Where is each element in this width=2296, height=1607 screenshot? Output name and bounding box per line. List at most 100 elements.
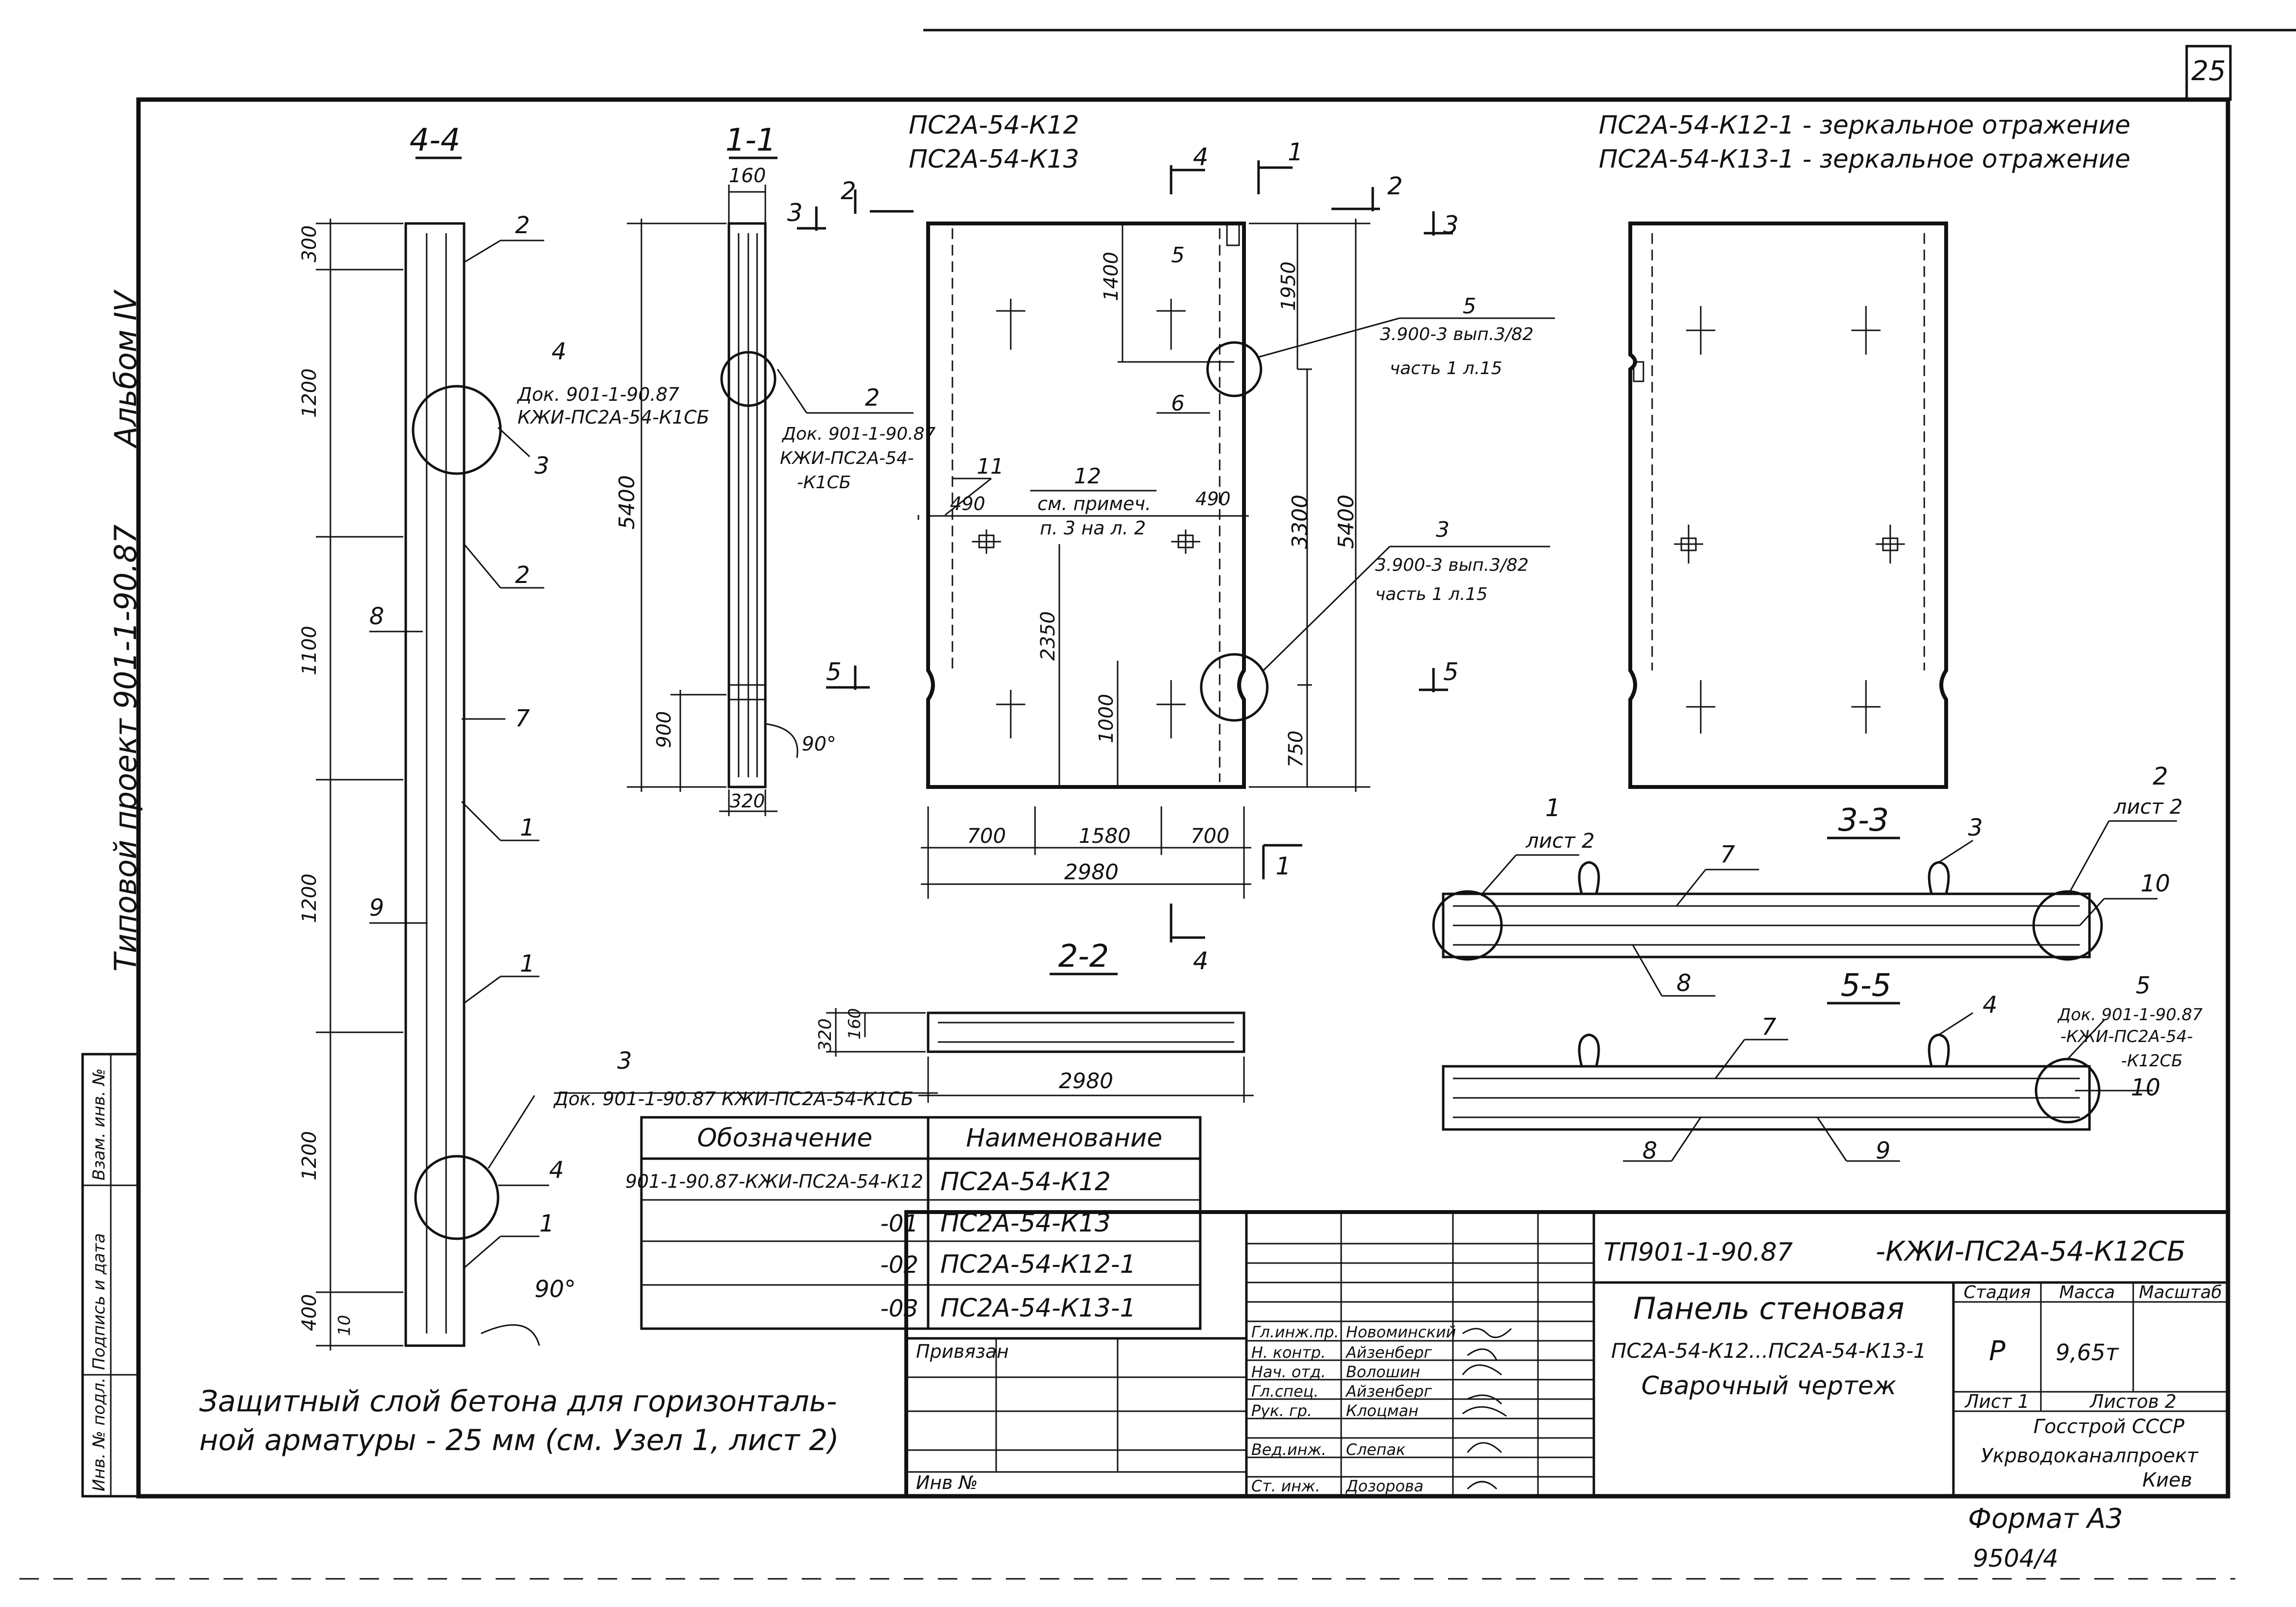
pos-33-1: 1 <box>1545 794 1561 822</box>
pos-44-4b: 4 <box>549 1157 564 1184</box>
ref-55-2: -КЖИ-ПС2А-54- <box>2060 1027 2193 1046</box>
pos-33-2: 2 <box>2153 762 2168 790</box>
note-line-2: ной арматуры - 25 мм (см. Узел 1, лист 2… <box>199 1423 839 1457</box>
pos-55-5: 5 <box>2136 972 2151 999</box>
dim-11-160: 160 <box>729 165 766 187</box>
stage-value: Р <box>1989 1335 2005 1367</box>
spec-row-1-name: ПС2А-54-К12 <box>940 1167 1111 1197</box>
cut-mark-4-bottom: 4 <box>1193 947 1208 975</box>
name-1: Новоминский <box>1346 1323 1456 1341</box>
spec-row-3-code: -02 <box>880 1251 918 1279</box>
side-album-number: IV <box>108 289 143 321</box>
pos-44-1b: 1 <box>520 950 535 977</box>
name-3: Волошин <box>1346 1363 1420 1381</box>
role-7: Ст. инж. <box>1251 1477 1320 1495</box>
pos-44-2b: 2 <box>515 562 530 589</box>
pos-el-12: 12 <box>1074 464 1101 489</box>
title-weld: Сварочный чертеж <box>1641 1371 1897 1401</box>
ref-el-b1: 3.900-3 вып.3/82 <box>1375 555 1529 575</box>
org-line-3: Киев <box>2142 1469 2192 1491</box>
pos-55-7: 7 <box>1761 1013 1777 1041</box>
dim-44-10: 10 <box>335 1315 354 1336</box>
side-stamp: Типовой проект 901-1-90.87 Альбом IV Инв… <box>81 289 143 1498</box>
dim-el-700b: 700 <box>1191 824 1229 848</box>
sheet-ref-33-left: лист 2 <box>1525 829 1595 853</box>
section-1-1: 1-1 160 5400 900 320 90° 2 Док. 901 <box>615 122 936 816</box>
dim-el-1400: 1400 <box>1100 252 1122 301</box>
dim-44-1200c: 1200 <box>298 1131 321 1180</box>
pos-el-5b: 5 <box>1463 294 1476 319</box>
side-col-sign: Подпись и дата <box>89 1233 109 1370</box>
pos-el-11: 11 <box>977 454 1004 479</box>
note-el-2: п. 3 на л. 2 <box>1040 517 1146 539</box>
title-block <box>904 1210 2230 1498</box>
section-title-4-4: 4-4 <box>410 122 461 158</box>
ref-el-b2: часть 1 л.15 <box>1375 584 1487 604</box>
dim-44-300: 300 <box>298 225 321 262</box>
pos-44-3a: 3 <box>535 452 550 479</box>
pos-11-2: 2 <box>865 384 880 411</box>
section-4-4: 4-4 300 1200 1100 1200 1200 400 10 <box>298 122 938 1351</box>
angle-11: 90° <box>802 733 836 755</box>
pos-44-2a: 2 <box>515 212 530 239</box>
section-title-1-1: 1-1 <box>725 122 777 158</box>
signatures: Гл.инж.пр. Новоминский Н. контр. Айзенбе… <box>1251 1323 1512 1495</box>
role-6: Вед.инж. <box>1251 1440 1327 1459</box>
panel-elevation: 1400 1950 3300 5400 2350 1000 750 700 15… <box>787 138 1555 975</box>
cut-mark-5-left: 5 <box>826 658 842 686</box>
ref-el-a1: 3.900-3 вып.3/82 <box>1380 325 1534 344</box>
name-4: Айзенберг <box>1345 1382 1432 1401</box>
pos-55-8: 8 <box>1642 1137 1657 1164</box>
ref-11-2: КЖИ-ПС2А-54- <box>780 448 914 468</box>
dim-el-3300: 3300 <box>1288 495 1312 549</box>
cut-mark-3-left: 3 <box>787 199 803 227</box>
pos-55-9: 9 <box>1876 1137 1891 1164</box>
mass-label: Масса <box>2059 1282 2115 1302</box>
ref-11-3: -К1СБ <box>797 473 851 493</box>
pos-44-8: 8 <box>369 603 384 630</box>
role-5: Рук. гр. <box>1251 1402 1312 1420</box>
spec-row-4-name: ПС2А-54-К13-1 <box>940 1294 1136 1323</box>
side-album-label: Альбом <box>108 329 143 449</box>
pos-44-9: 9 <box>369 894 384 922</box>
dim-11-5400: 5400 <box>615 475 639 530</box>
ref-el-a2: часть 1 л.15 <box>1390 359 1502 378</box>
mass-value: 9,65т <box>2055 1339 2119 1366</box>
pos-33-10: 10 <box>2141 870 2170 897</box>
sheet-label: Лист 1 <box>1964 1391 2030 1412</box>
pos-44-4a: 4 <box>552 338 567 365</box>
pos-33-7: 7 <box>1720 841 1735 868</box>
cut-mark-5-right: 5 <box>1443 658 1459 686</box>
cut-mark-2-right: 2 <box>1387 172 1403 200</box>
section-3-3: 3-3 1 лист 2 2 лист 2 3 7 8 10 <box>1432 762 2183 997</box>
org-line-2: Укрводоканалпроект <box>1981 1445 2199 1467</box>
mirror-line-1: ПС2А-54-К12-1 - зеркальное отражение <box>1599 111 2130 140</box>
section-5-5: 5-5 4 5 7 8 9 10 Док. 901-1-90.87 -КЖИ-П… <box>1442 968 2203 1164</box>
dim-22-2980: 2980 <box>1059 1069 1113 1094</box>
sheet-ref-33-right: лист 2 <box>2113 795 2183 819</box>
cut-mark-3-right: 3 <box>1443 211 1459 239</box>
dim-el-490b: 490 <box>1195 488 1231 510</box>
page-number: 25 <box>2191 55 2226 87</box>
dim-el-2350: 2350 <box>1037 611 1059 661</box>
role-1: Гл.инж.пр. <box>1251 1323 1339 1341</box>
cut-mark-2-left: 2 <box>841 177 856 205</box>
pos-55-10: 10 <box>2131 1074 2160 1101</box>
pos-el-5: 5 <box>1171 243 1185 268</box>
org-line-1: Госстрой СССР <box>2034 1416 2185 1438</box>
pos-33-3: 3 <box>1968 814 1983 841</box>
cut-mark-1-top: 1 <box>1288 138 1303 166</box>
angle-44: 90° <box>535 1276 576 1303</box>
ref-55-1: Док. 901-1-90.87 <box>2057 1005 2203 1025</box>
dim-22-320: 320 <box>815 1018 835 1052</box>
ref-11-1: Док. 901-1-90.87 <box>781 424 936 444</box>
dim-el-750: 750 <box>1285 731 1307 768</box>
mirror-panel <box>1628 222 1948 789</box>
ref-44-bottom: Док. 901-1-90.87 КЖИ-ПС2А-54-К1СБ <box>553 1088 914 1110</box>
dim-44-1200a: 1200 <box>298 368 321 418</box>
spec-header-code: Обозначение <box>697 1124 873 1153</box>
dim-11-320: 320 <box>730 790 765 812</box>
note-el-1: см. примеч. <box>1037 493 1151 514</box>
pos-44-3b: 3 <box>617 1047 632 1075</box>
